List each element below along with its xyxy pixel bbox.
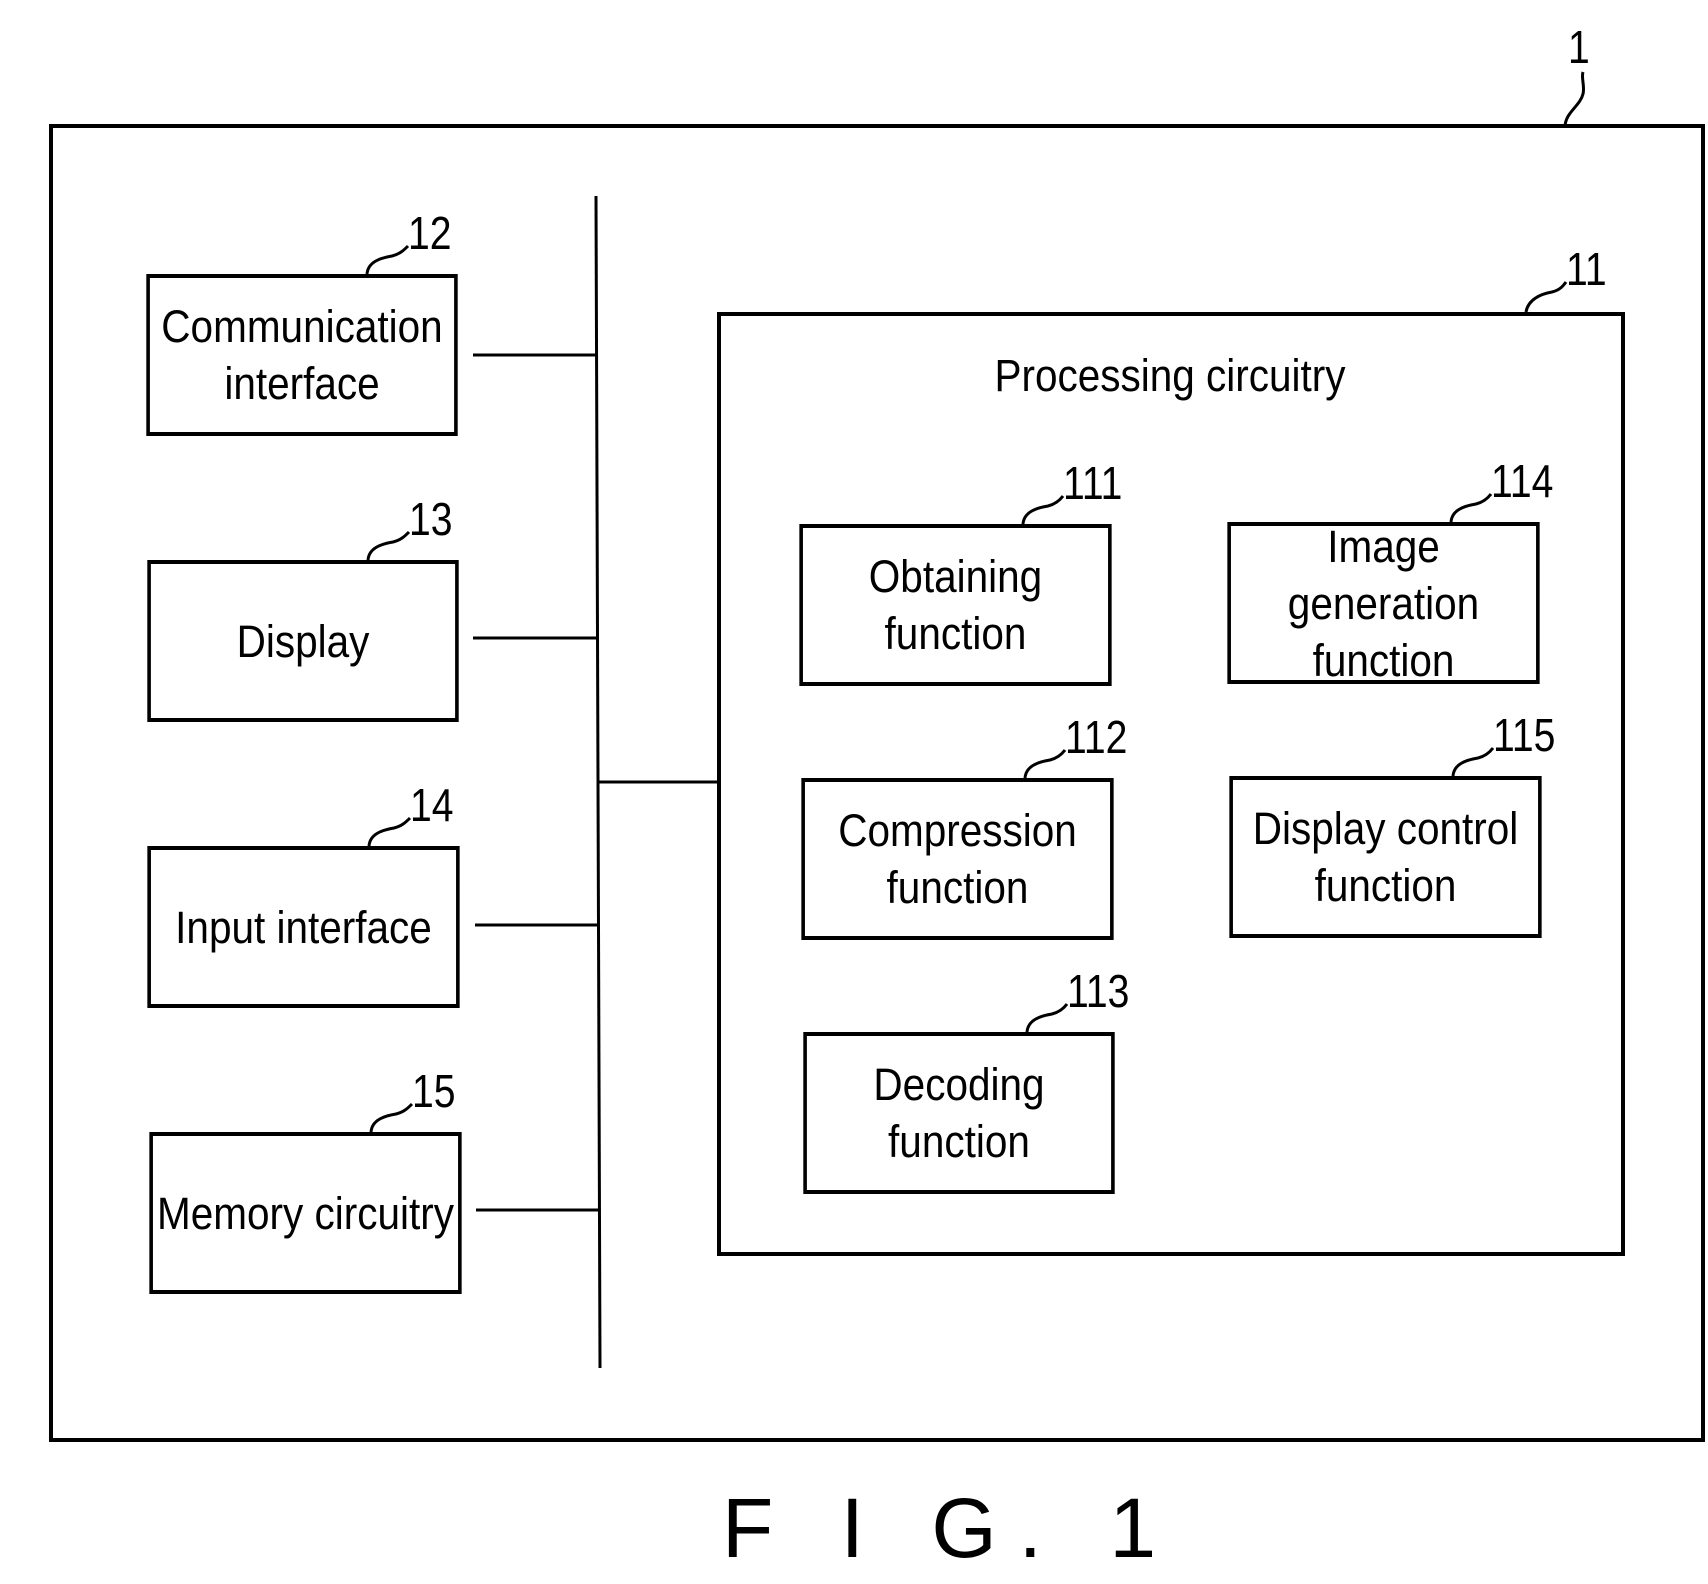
leader-1	[1565, 72, 1584, 126]
function-compression: Compression function	[801, 778, 1113, 940]
processing-circuitry-title: Processing circuitry	[927, 350, 1413, 402]
ref-memory-circuitry: 15	[412, 1066, 455, 1116]
ref-processing-circuitry: 11	[1566, 244, 1607, 294]
function-label-image-generation: Image generation function	[1231, 518, 1536, 689]
node-label-communication-interface: Communication interface	[161, 298, 442, 412]
ref-display-control-function: 115	[1493, 710, 1555, 760]
function-label-decoding: Decoding function	[873, 1056, 1044, 1170]
ref-compression-function: 112	[1065, 712, 1127, 762]
function-label-display-control: Display control function	[1253, 800, 1519, 914]
node-memory-circuitry: Memory circuitry	[149, 1132, 461, 1294]
ref-communication-interface: 12	[408, 208, 451, 258]
ref-image-generation-function: 114	[1491, 456, 1553, 506]
node-label-input-interface: Input interface	[175, 899, 432, 956]
function-display-control: Display control function	[1229, 776, 1541, 938]
function-label-obtaining: Obtaining function	[869, 548, 1042, 662]
node-input-interface: Input interface	[147, 846, 459, 1008]
ref-display: 13	[409, 494, 452, 544]
ref-decoding-function: 113	[1067, 966, 1129, 1016]
figure-label: F I G. 1	[722, 1480, 1178, 1577]
node-label-memory-circuitry: Memory circuitry	[157, 1185, 454, 1242]
function-obtaining: Obtaining function	[799, 524, 1111, 686]
node-communication-interface: Communication interface	[146, 274, 457, 436]
node-display: Display	[147, 560, 458, 722]
function-image-generation: Image generation function	[1227, 522, 1539, 684]
ref-obtaining-function: 111	[1063, 458, 1122, 508]
ref-device: 1	[1568, 22, 1590, 72]
function-label-compression: Compression function	[838, 802, 1077, 916]
function-decoding: Decoding function	[803, 1032, 1114, 1194]
ref-input-interface: 14	[410, 780, 453, 830]
node-label-display: Display	[237, 613, 370, 670]
